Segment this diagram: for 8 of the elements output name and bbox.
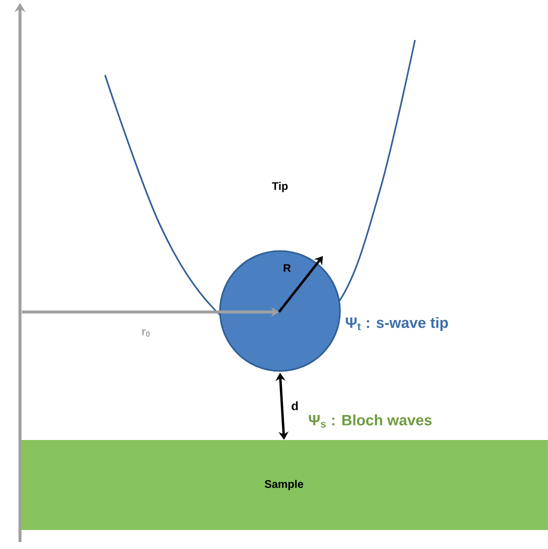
sphere xyxy=(219,250,341,372)
tip-label: Tip xyxy=(272,182,288,192)
wavefunction-label: Ψ$_{t}$ : s-wave tip xyxy=(346,317,448,331)
wavefunction-label: Ψ$_{s}$ : Bloch waves xyxy=(308,414,432,428)
sample-band: Sample xyxy=(20,440,548,530)
edge-label: d xyxy=(290,400,300,412)
dimension-label: R xyxy=(284,264,291,272)
dimension-label: r$_{0}$ xyxy=(142,329,150,337)
